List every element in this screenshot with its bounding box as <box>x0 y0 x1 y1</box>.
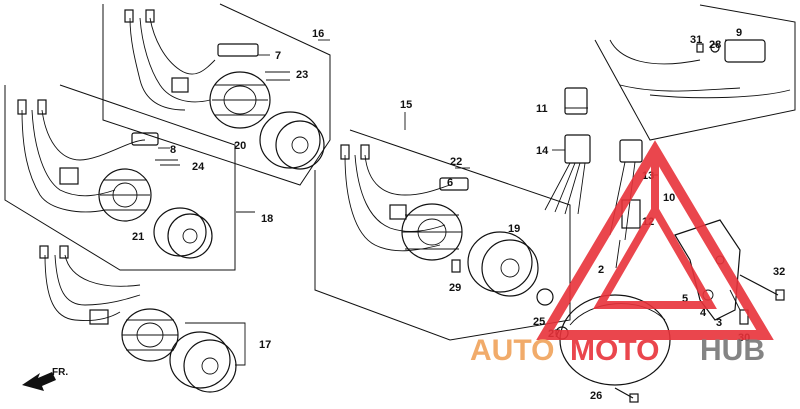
label-6: 6 <box>447 177 453 189</box>
label-7: 7 <box>275 50 281 62</box>
label-18: 18 <box>261 213 273 225</box>
label-14: 14 <box>536 145 549 157</box>
watermark-hub: HUB <box>700 334 765 367</box>
label-22: 22 <box>450 156 462 168</box>
label-23: 23 <box>296 69 308 81</box>
label-10: 10 <box>663 192 675 204</box>
label-5: 5 <box>682 293 688 305</box>
front-label: FR. <box>52 367 68 378</box>
label-29: 29 <box>449 282 461 294</box>
watermark-moto: MOTO <box>570 334 659 367</box>
label-3: 3 <box>716 317 722 329</box>
watermark-auto: AUTO <box>470 334 554 367</box>
assembly-group-17 <box>39 245 246 393</box>
assembly-group-15 <box>314 129 571 341</box>
leader-lines <box>158 39 741 311</box>
label-11: 11 <box>536 103 548 115</box>
front-arrow-icon <box>22 372 56 391</box>
label-25: 25 <box>533 316 545 328</box>
front-direction-indicator: FR. <box>22 367 68 391</box>
label-21: 21 <box>132 231 144 243</box>
label-2: 2 <box>598 264 604 276</box>
label-32: 32 <box>773 266 785 278</box>
label-15: 15 <box>400 99 412 111</box>
part-labels: 2 3 4 5 6 7 8 9 10 11 12 13 14 15 16 17 … <box>132 27 785 402</box>
triangle-logo-icon <box>536 140 774 340</box>
label-4: 4 <box>700 307 707 319</box>
label-16: 16 <box>312 28 324 40</box>
label-17: 17 <box>259 339 271 351</box>
label-26: 26 <box>590 390 602 402</box>
label-20: 20 <box>234 140 246 152</box>
label-9: 9 <box>736 27 742 39</box>
label-28: 28 <box>709 39 721 51</box>
label-8: 8 <box>170 144 176 156</box>
assembly-group-18 <box>4 84 236 271</box>
watermark: AUTO MOTO HUB <box>470 140 774 367</box>
label-24: 24 <box>192 161 205 173</box>
assembly-group-16 <box>102 3 331 186</box>
label-19: 19 <box>508 223 520 235</box>
label-31: 31 <box>690 34 702 46</box>
